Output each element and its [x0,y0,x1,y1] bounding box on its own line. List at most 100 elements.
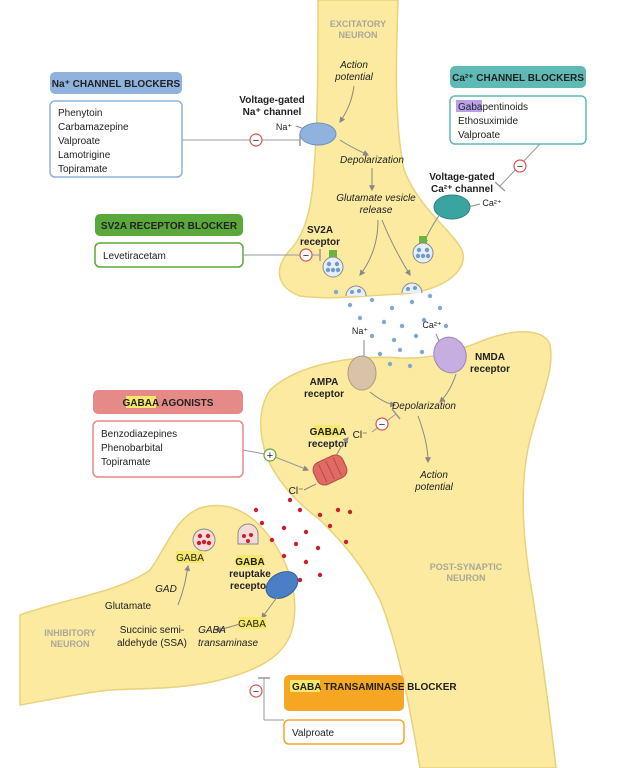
gaba-highlight [456,100,482,112]
post-synaptic-label-2: NEURON [446,573,485,583]
drug-valproate-transaminase: Valproate [292,728,335,739]
gaba-transaminase-title: GABA TRANSAMINASE BLOCKER [292,682,457,693]
voltage-na-label-1: Voltage-gated [239,95,304,106]
transaminase-minus-icon [249,684,263,698]
gaba-a-highlight [314,425,340,437]
ca-blockers-title: Ca²⁺ CHANNEL BLOCKERS [452,73,584,84]
cl-minus-label-2: Cl⁻ [289,486,304,497]
cl-minus-label-1: Cl⁻ [353,430,368,441]
gaba-to-cl-arrow [335,437,349,457]
ca-minus-symbol: − [517,161,523,173]
glutamate-molecules [333,289,449,369]
ampa-receptor [347,355,377,391]
gaba-agonists-highlight [126,396,156,408]
drug-topiramate: Topiramate [58,164,108,175]
glutamate-to-gaba-arrow [177,564,191,606]
gaba-plus-icon [263,448,277,462]
excitatory-label-1: EXCITATORY [330,19,386,29]
na-plus-post-label: Na⁺ [352,326,369,336]
glutamate-release-label-1: Glutamate vesicle [336,193,416,204]
gaba-plus-symbol: + [267,450,273,462]
gaba-label-2: GABA [238,619,266,630]
gaba-to-ssa-arrow [214,623,241,633]
excitatory-neuron [278,0,465,299]
glutamate-label: Glutamate [105,601,152,612]
gaba-reuptake-label-1: GABA [235,557,264,568]
nmda-label-1: NMDA [475,352,505,363]
gad-label: GAD [155,584,177,595]
gaba-transaminase-list [283,719,405,745]
sv2a-receptor-label-1: SV2A [307,225,333,236]
gaba-transaminase-enzyme-1: GABA [198,625,226,636]
action-potential-post-1: Action [419,470,448,481]
sv2a-receptor-label-2: receptor [300,237,340,248]
gaba-reuptake-highlight [236,555,264,567]
voltage-ca-label-2: Ca²⁺ channel [431,184,493,195]
inhibitory-label-2: NEURON [50,639,89,649]
gaba-a-receptor [312,454,348,486]
na-blockers-header [50,72,182,94]
sv2a-minus-symbol: − [303,250,309,262]
na-minus-symbol: − [253,135,259,147]
gaba-reuptake-label-2: reuptake [229,569,271,580]
gaba-vesicle-left [192,528,216,552]
drug-lamotrigine: Lamotrigine [58,150,111,161]
gaba-agonists-list [92,420,244,478]
drug-phenytoin: Phenytoin [58,108,102,119]
drug-topiramate-gaba: Topiramate [101,457,151,468]
gaba-a-receptor-label-2: receptor [308,439,348,450]
glutamate-release-label-2: release [360,205,393,216]
ca-blockers-header [450,66,586,88]
cl-inhibit-bar [391,408,401,420]
nmda-label-2: receptor [470,364,510,375]
drug-valproate-ca: Valproate [458,130,501,141]
na-minus-icon [249,133,263,147]
sv2a-header [95,214,243,236]
sv2a-minus-icon [299,248,313,262]
sv2a-title: SV2A RECEPTOR BLOCKER [101,221,238,232]
ssa-label-1: Succinic semi- [120,625,184,636]
na-to-depol-arrow [339,139,370,156]
drug-ethosuximide: Ethosuximide [458,116,518,127]
action-potential-label-2: potential [334,72,374,83]
depolarization-label: Depolarization [340,155,404,166]
voltage-ca-label-1: Voltage-gated [429,172,494,183]
action-to-nachannel-arrow [339,85,355,123]
gaba-agonists-title: GABAA AGONISTS [123,398,214,409]
drug-gabapentinoids: Gabapentinoids [458,102,528,113]
release-arrow-left [359,219,379,276]
action-potential-post-2: potential [414,482,454,493]
ampa-label-2: receptor [304,389,344,400]
ca-flow-line [467,203,481,208]
gaba-reuptake-transporter [265,571,299,599]
ca-inhibit-bar [494,181,506,192]
release-arrow-right [381,219,411,277]
gaba-a-receptor-label-1: GABAA [310,427,347,438]
depolarization-post-label: Depolarization [392,401,456,412]
ca-plus-post-label: Ca²⁺ [422,320,442,330]
voltage-na-label-2: Na⁺ channel [243,107,302,118]
drug-benzodiazepines: Benzodiazepines [101,429,177,440]
na-blockers-list [49,100,183,178]
gaba-label-1: GABA [176,553,204,564]
inhibitory-label-1: INHIBITORY [44,628,96,638]
drug-phenobarbital: Phenobarbital [101,443,163,454]
gaba-2-highlight [238,617,266,629]
voltage-na-channel [299,122,337,146]
sv2a-vesicle-right [412,236,434,264]
cl-flow-line [303,483,317,491]
transaminase-minus-symbol: − [253,686,259,698]
ampa-to-depol-arrow [369,391,397,408]
fusing-vesicle-right [401,282,423,294]
drug-carbamazepine: Carbamazepine [58,122,129,133]
cl-minus-symbol: − [379,419,385,431]
gaba-1-highlight [176,551,204,563]
na-plus-label: Na⁺ [276,122,293,132]
ca-blockers-list [449,95,587,145]
sv2a-vesicle-left [322,250,344,278]
drug-levetiracetam: Levetiracetam [103,251,166,262]
gaba-molecules [253,497,353,583]
action-potential-label-1: Action [339,60,368,71]
cl-minus-icon [375,417,389,431]
